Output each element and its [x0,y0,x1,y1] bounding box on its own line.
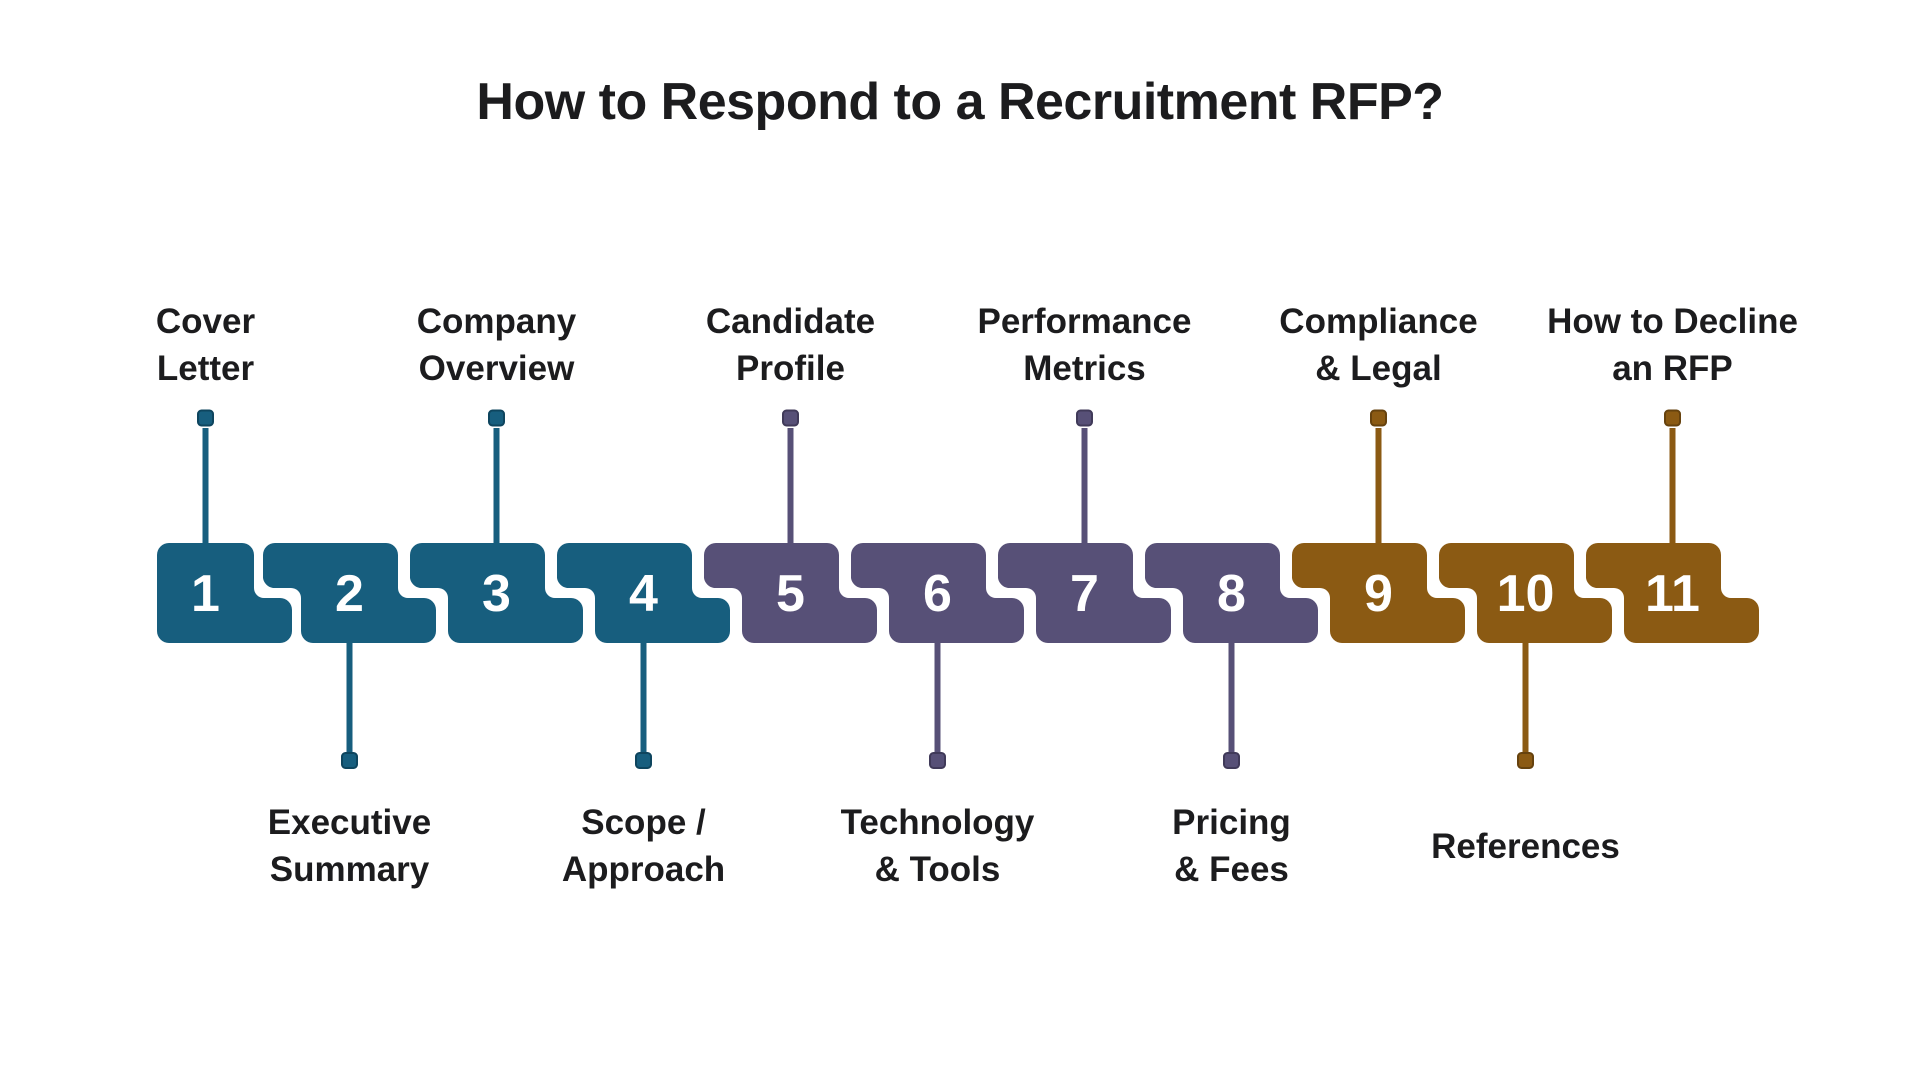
timeline-step-8: 8 [1145,543,1318,769]
step-piece [263,543,436,643]
step-label-line: Profile [736,349,845,388]
step-label-line: Overview [418,349,575,388]
connector-dot [635,752,652,769]
step-label-line: Cover [155,302,256,341]
step-label-line: Letter [156,349,255,388]
connector-dot [1370,409,1387,427]
step-label-4: Scope / Approach [464,799,824,893]
step-number: 9 [1364,565,1393,623]
step-piece [998,543,1171,643]
step-label-11: How to Decline an RFP [1493,298,1853,392]
timeline-step-3: 3 [410,409,583,643]
step-label-line: Company [416,302,577,341]
step-number: 7 [1070,565,1099,623]
connector-dot [1517,752,1534,769]
page-title: How to Respond to a Recruitment RFP? [476,73,1444,131]
step-label-line: Compliance [1279,302,1478,341]
timeline-step-9: 9 [1292,409,1465,643]
timeline-step-6: 6 [851,543,1024,769]
timeline-step-10: 10 [1439,543,1612,769]
step-piece [1145,543,1318,643]
step-label-line: Technology [840,803,1035,842]
step-piece [1586,543,1759,643]
timeline-step-4: 4 [557,543,730,769]
connector-dot [782,409,799,427]
connector-dot [1664,409,1681,427]
step-label-line: Scope / [581,803,706,842]
step-piece [1292,543,1465,643]
step-number: 2 [335,565,364,623]
step-label-line: Approach [561,850,726,889]
step-number: 6 [923,565,952,623]
step-number: 10 [1497,565,1555,623]
step-piece [157,543,292,643]
step-number: 3 [482,565,511,623]
connector-dot [488,409,505,427]
step-label-line: Performance [977,302,1192,341]
step-label-line: Candidate [705,302,876,341]
connector-dot [1076,409,1093,427]
step-label-line: How to Decline [1547,302,1798,341]
timeline-step-5: 5 [704,409,877,643]
connector-dot [341,752,358,769]
step-label-10: References [1346,799,1706,893]
connector-dot [197,409,214,427]
step-number: 11 [1645,565,1700,623]
step-number: 8 [1217,565,1246,623]
step-label-line: an RFP [1612,349,1733,388]
step-label-6: Technology & Tools [758,799,1118,893]
step-number: 5 [776,565,805,623]
step-label-line: & Tools [874,850,1001,889]
step-number: 1 [191,565,220,623]
step-piece [851,543,1024,643]
step-piece [1439,543,1612,643]
step-piece [410,543,583,643]
step-label-line: & Legal [1315,349,1442,388]
timeline-step-2: 2 [263,543,436,769]
timeline-step-11: 11 [1586,409,1759,643]
step-label-line: Executive [267,803,432,842]
step-label-line: Pricing [1172,803,1291,842]
step-number: 4 [629,565,658,623]
connector-dot [1223,752,1240,769]
step-piece [557,543,730,643]
step-label-line: Metrics [1023,349,1146,388]
timeline-step-1: 1 [157,409,292,643]
step-piece [704,543,877,643]
step-label-9: Compliance & Legal [1199,298,1559,392]
step-label-line: & Fees [1174,850,1289,889]
step-label-line: References [1431,826,1620,866]
step-label-line: Summary [269,850,430,889]
connector-dot [929,752,946,769]
step-label-8: Pricing & Fees [1052,799,1412,893]
timeline-step-7: 7 [998,409,1171,643]
